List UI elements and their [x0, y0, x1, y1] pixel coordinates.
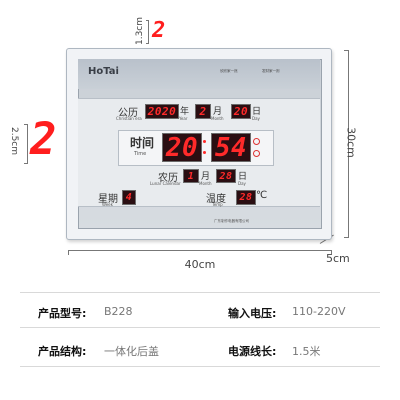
cable-label: 电源线长:: [228, 345, 277, 358]
height-dimension-line: [344, 50, 349, 238]
model-label: 产品型号:: [38, 307, 87, 320]
time-sub-label: Time: [134, 151, 147, 157]
month-sub-label: Month: [211, 116, 224, 121]
time-label: 时间: [130, 136, 155, 150]
day-label: 日: [252, 107, 262, 117]
minute-value: 54: [214, 133, 248, 162]
lunar-sub-label: Lunar Calendar: [150, 181, 181, 186]
year-sub-label: Year: [179, 116, 188, 121]
cable-value: 1.5米: [292, 345, 321, 358]
clock-footer-text: 广东制作电器有限公司: [214, 219, 249, 223]
spec-divider-middle: [20, 327, 380, 328]
week-label: 星期: [98, 194, 118, 205]
minute-display: 54: [211, 133, 251, 162]
day-sub-label: Day: [252, 116, 260, 121]
year-label: 年: [180, 107, 190, 117]
time-colon: [203, 138, 207, 156]
lunar-month-label: 月: [201, 172, 211, 182]
month-value: 2: [199, 105, 207, 118]
brand-logo: HoTai: [88, 66, 119, 77]
lunar-day-label: 日: [238, 172, 248, 182]
slogan-right: 发财家一则: [262, 69, 280, 73]
clock-top-bar: [78, 59, 320, 89]
small-digit-sample: 2: [152, 18, 166, 43]
large-digit-bracket: [24, 124, 28, 164]
large-digit-sample: 2: [30, 114, 57, 165]
week-display: 4: [122, 190, 136, 205]
voltage-value: 110-220V: [292, 305, 346, 318]
lunar-month-sub-label: Month: [199, 181, 212, 186]
small-digit-height-label: 1.3cm: [135, 16, 145, 46]
day-display: 20: [231, 104, 251, 119]
month-label: 月: [213, 107, 223, 117]
structure-label: 产品结构:: [38, 345, 87, 358]
lunar-label: 农历: [158, 173, 178, 184]
hour-display: 20: [162, 133, 202, 162]
spec-divider-bottom: [20, 366, 380, 367]
depth-label: 5cm: [326, 252, 350, 265]
solar-sub-label: Christian era: [116, 116, 142, 121]
small-digit-bracket: [146, 20, 149, 44]
slogan-left: 欣欣家一然: [220, 69, 238, 73]
solar-label: 公历: [118, 108, 138, 119]
lunar-day-value: 28: [219, 170, 233, 182]
width-label: 40cm: [184, 258, 216, 271]
height-label: 30cm: [344, 127, 358, 158]
year-value: 2020: [147, 105, 177, 118]
temp-label: 温度: [206, 194, 226, 205]
lunar-month-value: 1: [187, 170, 195, 182]
lunar-month-display: 1: [183, 169, 199, 183]
temp-unit: ℃: [256, 190, 268, 201]
temp-display: 28: [236, 190, 256, 205]
spec-divider-top: [20, 292, 380, 293]
day-value: 20: [233, 105, 249, 118]
voltage-label: 输入电压:: [228, 307, 277, 320]
pm-indicator-icon: [253, 150, 260, 157]
week-sub-label: Week: [102, 202, 113, 207]
lunar-day-display: 28: [216, 169, 236, 183]
lunar-day-sub-label: Day: [238, 181, 246, 186]
hour-value: 20: [165, 133, 199, 162]
temp-value: 28: [239, 192, 253, 203]
temp-sub-label: Temp: [212, 202, 223, 207]
alarm-indicator-icon: [253, 138, 260, 145]
week-value: 4: [125, 192, 133, 203]
month-display: 2: [195, 104, 211, 119]
large-digit-height-label: 2.5cm: [9, 126, 19, 156]
structure-value: 一体化后盖: [104, 345, 159, 358]
year-display: 2020: [145, 104, 179, 119]
width-dimension-line: [68, 250, 332, 255]
model-value: B228: [104, 305, 133, 318]
